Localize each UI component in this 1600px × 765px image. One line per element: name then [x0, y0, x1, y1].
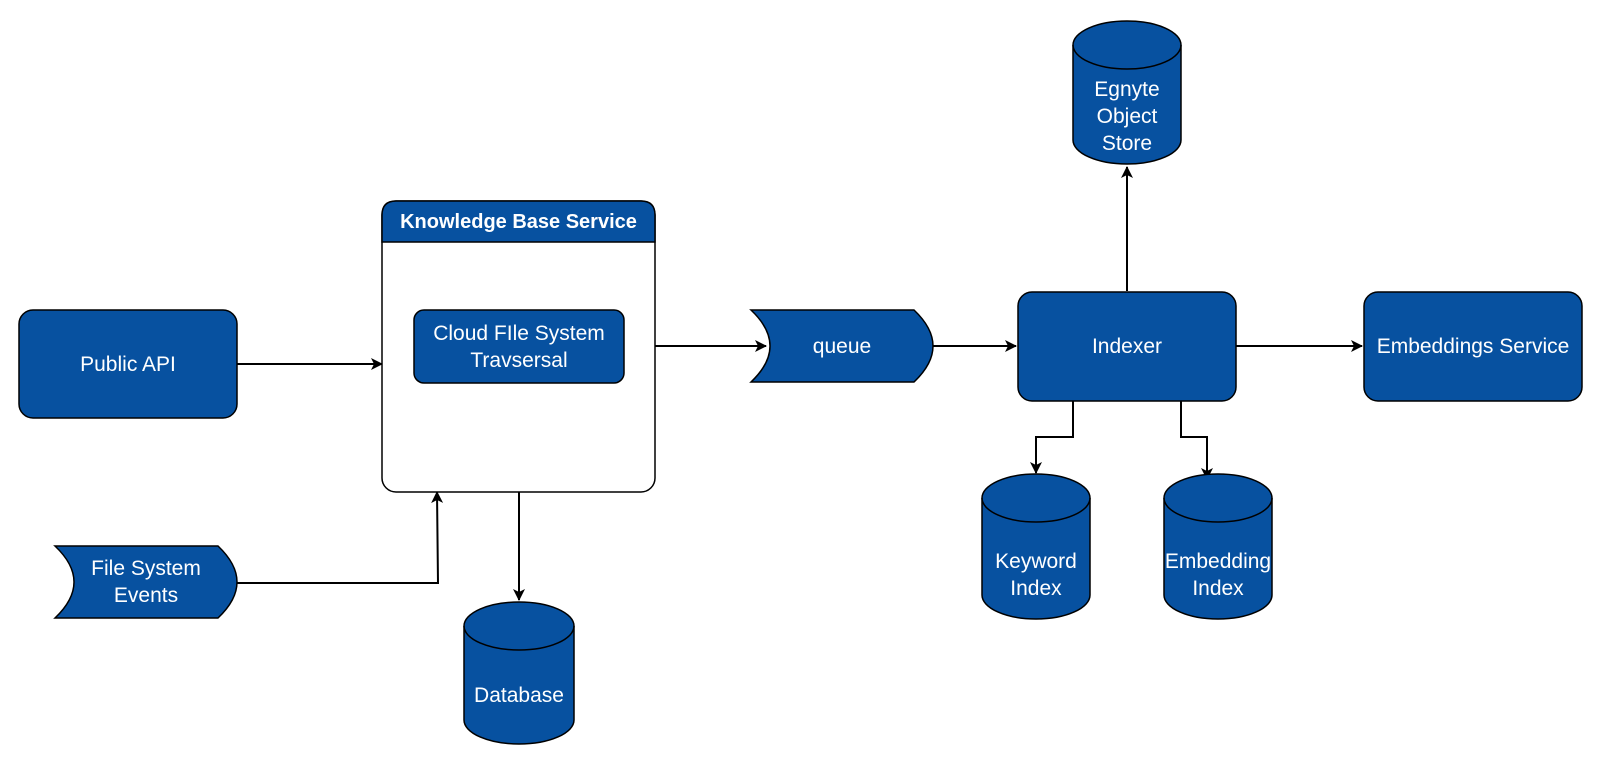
database-cylinder-rim [463, 625, 575, 651]
keyword-index-cylinder-rim [981, 497, 1091, 523]
egnyte-object-store-cylinder-rim [1072, 44, 1182, 70]
indexer-node[interactable] [1017, 291, 1237, 402]
embedding-index-cylinder-body [1163, 473, 1273, 620]
edges [236, 166, 1363, 601]
embedding-index-node[interactable] [1163, 473, 1273, 620]
edge-indexer-to-embedding-index [1180, 401, 1213, 480]
queue-node[interactable] [749, 309, 934, 383]
embeddings-service-node[interactable] [1363, 291, 1583, 402]
keyword-index-cylinder-body [981, 473, 1091, 620]
keyword-index-node[interactable] [981, 473, 1091, 620]
edge-file-system-events-to-knowledge-base-service [236, 491, 444, 584]
file-system-events-node[interactable] [53, 545, 238, 619]
cloud-file-system-traversal-node[interactable] [413, 309, 625, 384]
edge-indexer-to-keyword-index [1030, 401, 1074, 474]
public-api-node[interactable] [18, 309, 238, 419]
egnyte-object-store-cylinder-body [1072, 20, 1182, 165]
knowledge-base-service-header [381, 200, 656, 243]
database-node[interactable] [463, 601, 575, 745]
database-cylinder-body [463, 601, 575, 745]
knowledge-base-service-title: Knowledge Base Service [400, 211, 637, 233]
embedding-index-cylinder-rim [1163, 497, 1273, 523]
egnyte-object-store-node[interactable] [1072, 20, 1182, 165]
